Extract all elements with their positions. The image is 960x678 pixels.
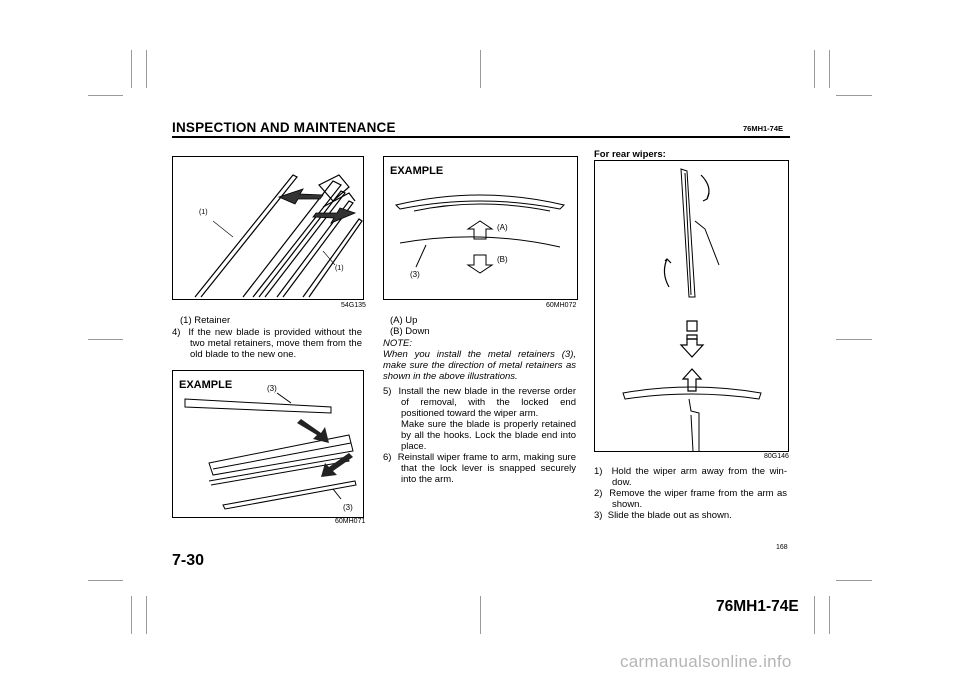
rear-wiper-removal-illustration (622, 168, 762, 452)
figure-retainer-detail: (1) (1) (172, 156, 364, 300)
example-label: EXAMPLE (179, 379, 233, 391)
step-item: 4) If the new blade is provided without … (172, 327, 362, 360)
step-subtext: Make sure the blade is properly retained… (401, 419, 576, 452)
steps-list: 4) If the new blade is provided without … (172, 327, 362, 360)
step-number: 6) (383, 452, 392, 463)
rear-wipers-heading: For rear wipers: (594, 149, 666, 160)
step-text: Slide the blade out as shown. (607, 510, 732, 521)
step-text: Install the new blade in the reverse ord… (398, 386, 576, 419)
step-number: 1) (594, 466, 603, 477)
step-number: 4) (172, 327, 181, 338)
steps-list: 5) Install the new blade in the reverse … (383, 386, 576, 485)
section-title: INSPECTION AND MAINTENANCE (172, 120, 396, 135)
step-item: 2) Remove the wiper frame from the arm a… (594, 488, 787, 510)
step-text: If the new blade is provided without the… (188, 327, 362, 360)
note-text: When you install the metal retainers (3)… (383, 349, 576, 382)
note-label: NOTE: (383, 338, 413, 349)
wiper-blade-retainer-illustration (194, 174, 363, 298)
blade-retainer-illustration (184, 392, 357, 510)
step-number: 2) (594, 488, 603, 499)
footer-doc-code: 76MH1-74E (716, 598, 799, 615)
figure-code: 54G135 (341, 302, 366, 309)
step-text: Hold the wiper arm away from the win- do… (611, 466, 788, 488)
label-up: (A) (497, 223, 508, 232)
page-number: 168 (776, 544, 788, 551)
step-text: Reinstall wiper frame to arm, making sur… (397, 452, 576, 485)
figure-blade-direction: EXAMPLE (A) (B) (3) (383, 156, 578, 300)
label-down: (B) (497, 255, 508, 264)
legend-item: (A) Up (390, 315, 418, 326)
figure-code: 60MH071 (335, 518, 366, 525)
step-item: 5) Install the new blade in the reverse … (383, 386, 576, 452)
callout-retainer-1: (1) (199, 209, 208, 216)
figure-rear-wiper (594, 160, 789, 452)
step-item: 3) Slide the blade out as shown. (594, 510, 787, 521)
example-label: EXAMPLE (390, 165, 444, 177)
step-number: 3) (594, 510, 603, 521)
step-text: Remove the wiper frame from the arm as s… (609, 488, 787, 510)
step-number: 5) (383, 386, 392, 397)
figure-code: 80G146 (764, 453, 789, 460)
header-rule (172, 136, 790, 138)
watermark-text: carmanualsonline.info (620, 652, 792, 671)
callout-retainer-2: (1) (335, 265, 344, 272)
legend-item: (1) Retainer (180, 315, 231, 326)
callout-3-bottom: (3) (343, 503, 353, 512)
callout-3: (3) (410, 270, 420, 279)
step-item: 1) Hold the wiper arm away from the win-… (594, 466, 787, 488)
header-doc-code: 76MH1-74E (743, 124, 784, 133)
figure-retainer-example: EXAMPLE (3) (3) (172, 370, 364, 518)
step-item: 6) Reinstall wiper frame to arm, making … (383, 452, 576, 485)
callout-3-top: (3) (267, 384, 277, 393)
blade-direction-illustration (395, 194, 565, 274)
legend-item: (B) Down (390, 326, 430, 337)
chapter-page-number: 7-30 (172, 552, 205, 569)
figure-code: 60MH072 (546, 302, 577, 309)
steps-list: 1) Hold the wiper arm away from the win-… (594, 466, 787, 521)
